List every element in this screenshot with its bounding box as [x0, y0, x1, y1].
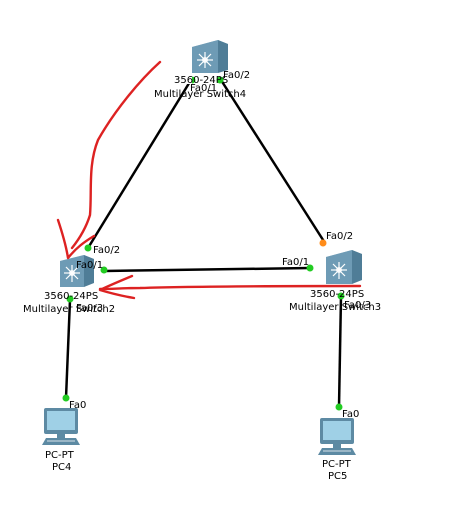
- pc5-type-label: PC-PT: [322, 459, 352, 470]
- port-label-pc4-fa0: Fa0: [69, 400, 86, 411]
- port-indicators: [62, 76, 345, 411]
- port-label-sw2-fa03: Fa0/3: [76, 303, 103, 314]
- port-label-sw3-fa02: Fa0/2: [326, 231, 353, 242]
- port-indicator-sw4-fa02: [216, 76, 224, 84]
- multilayer-switch-icon: [60, 255, 94, 287]
- link-switch4-switch3: [219, 79, 327, 244]
- port-label-sw3-fa03: Fa0/3: [344, 300, 371, 311]
- device-multilayer-switch3[interactable]: [326, 250, 362, 284]
- port-indicator-pc4-fa0: [62, 394, 70, 402]
- annotation-strokes: [56, 60, 362, 300]
- link-switch2-switch3: [103, 266, 311, 273]
- switch2-name-label: Multilayer Switch2: [23, 304, 115, 315]
- port-indicator-sw2-fa03: [66, 295, 74, 303]
- switch4-model-label: 3560-24PS: [174, 75, 228, 86]
- device-multilayer-switch4[interactable]: [192, 40, 228, 73]
- annotation-arrowhead-bottom: [98, 274, 136, 300]
- multilayer-switch-icon: [326, 250, 362, 284]
- switch2-model-label: 3560-24PS: [44, 291, 98, 302]
- switch3-model-label: 3560-24PS: [310, 289, 364, 300]
- pc4-name-label: PC4: [52, 462, 71, 473]
- port-indicator-sw3-fa01: [306, 264, 314, 272]
- link-switch4-switch2: [86, 79, 193, 249]
- device-pc4[interactable]: [42, 408, 80, 445]
- port-indicator-sw2-fa01: [100, 266, 108, 274]
- switch4-name-label: Multilayer Switch4: [154, 89, 246, 100]
- link-switch3-pc5: [337, 295, 343, 408]
- multilayer-switch-icon: [192, 40, 228, 73]
- port-indicator-sw3-fa03: [337, 292, 345, 300]
- annotation-arrowhead-top: [56, 218, 96, 260]
- pc-icon: [42, 408, 80, 445]
- pc4-type-label: PC-PT: [45, 450, 75, 461]
- device-multilayer-switch2[interactable]: [60, 255, 94, 287]
- port-indicator-sw3-fa02: [319, 239, 327, 247]
- links: [64, 79, 343, 408]
- label-bg: [172, 72, 192, 84]
- annotation-arrow-top: [70, 60, 162, 250]
- port-label-sw4-fa01: Fa0/1: [190, 83, 217, 94]
- pc5-name-label: PC5: [328, 471, 347, 482]
- pc-icon: [318, 418, 356, 455]
- port-label-pc5-fa0: Fa0: [342, 409, 359, 420]
- switch3-name-label: Multilayer Switch3: [289, 302, 381, 313]
- port-label-sw3-fa01: Fa0/1: [282, 257, 309, 268]
- port-label-sw2-fa01: Fa0/1: [76, 260, 103, 271]
- port-label-sw4-fa02: Fa0/2: [223, 70, 250, 81]
- port-label-sw2-fa02: Fa0/2: [93, 245, 120, 256]
- port-indicator-pc5-fa0: [335, 403, 343, 411]
- port-indicator-sw2-fa02: [84, 244, 92, 252]
- link-switch2-pc4: [64, 299, 72, 399]
- annotation-arrow-bottom: [98, 284, 362, 291]
- device-pc5[interactable]: [318, 418, 356, 455]
